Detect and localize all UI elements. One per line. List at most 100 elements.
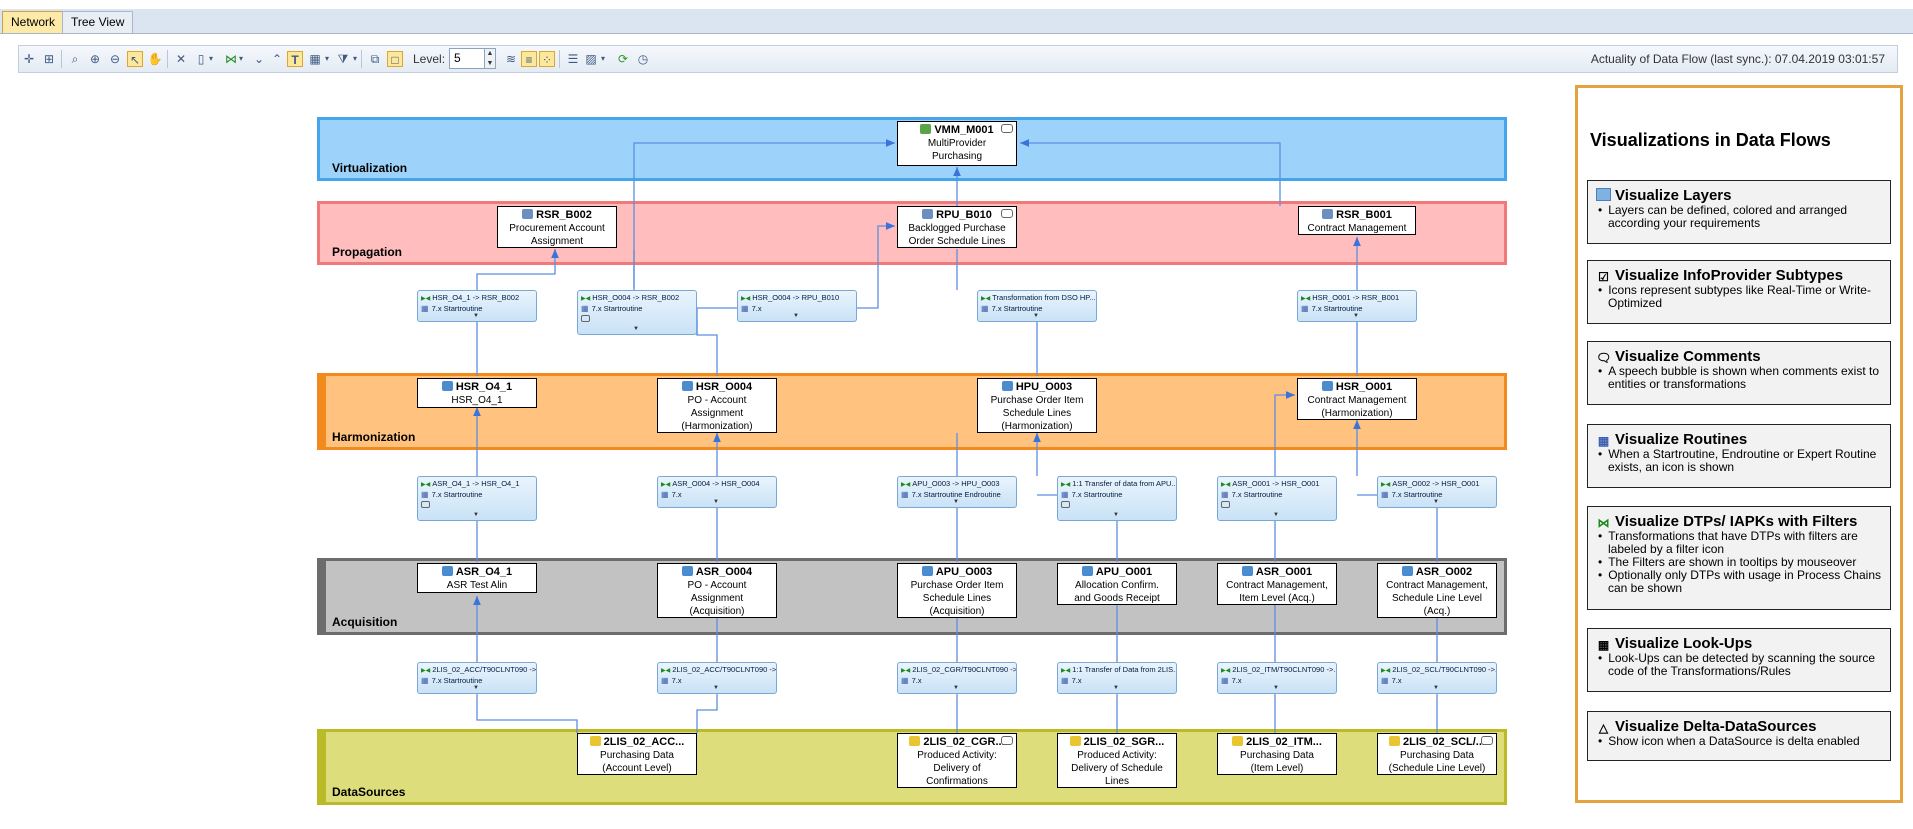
node-hsr-o004[interactable]: HSR_O004 PO - Account Assignment (Harmon…: [657, 378, 777, 433]
grid-icon[interactable]: ⁘: [539, 51, 555, 67]
toolbar-separator: [559, 50, 560, 68]
node-asr-o001[interactable]: ASR_O001 Contract Management, Item Level…: [1217, 563, 1337, 605]
node-hpu-o003[interactable]: HPU_O003 Purchase Order Item Schedule Li…: [977, 378, 1097, 433]
layer-colors-icon[interactable]: ≡: [521, 51, 537, 67]
transformation-asr-o4-1-hsr-o4-1[interactable]: ASR_O4_1 -> HSR_O4_1 7.x Startroutine ▼: [417, 476, 537, 521]
connector: [1019, 139, 1281, 206]
transformation-ds-sgr[interactable]: 1:1 Transfer of Data from 2LIS... 7.x ▼: [1057, 662, 1177, 694]
column-icon[interactable]: ▯: [197, 52, 205, 66]
node-ds-2lis-02-itm[interactable]: 2LIS_02_ITM... Purchasing Data (Item Lev…: [1217, 733, 1337, 775]
expand-arrow-icon[interactable]: ▼: [1433, 685, 1439, 691]
collapse-icon[interactable]: ⌃: [271, 52, 283, 66]
chevron-down-icon[interactable]: ▾: [324, 54, 329, 63]
transformation-hsr-o004-rpu-b010[interactable]: HSR_O004 -> RPU_B010 7.x ▼: [737, 290, 857, 322]
node-apu-o001[interactable]: APU_O001 Allocation Confirm. and Goods R…: [1057, 563, 1177, 605]
node-rpu-b010[interactable]: RPU_B010 Backlogged Purchase Order Sched…: [897, 206, 1017, 248]
zoom-in-icon[interactable]: ⊕: [89, 52, 101, 66]
node-vmm-m001[interactable]: VMM_M001 MultiProvider Purchasing: [897, 121, 1017, 166]
card-title: Visualize DTPs/ IAPKs with Filters: [1615, 513, 1858, 530]
refresh-icon[interactable]: ⟳: [617, 52, 629, 66]
level-stepper[interactable]: ▲▼: [484, 48, 496, 69]
select-icon[interactable]: ✕: [175, 52, 187, 66]
chevron-down-icon[interactable]: ▾: [352, 54, 357, 63]
transformation-dso-hp[interactable]: Transformation from DSO HP... 7.x Startr…: [977, 290, 1097, 322]
transformation-apu-o001-transfer[interactable]: 1:1 Transfer of data from APU... 7.x Sta…: [1057, 476, 1177, 521]
node-rsr-b002[interactable]: RSR_B002 Procurement Account Assignment: [497, 206, 617, 248]
chart-icon[interactable]: ▨: [585, 52, 597, 66]
expand-arrow-icon[interactable]: ▼: [953, 685, 959, 691]
layers-icon[interactable]: ≋: [505, 52, 517, 66]
chevron-down-icon[interactable]: ▾: [600, 54, 605, 63]
chevron-down-icon[interactable]: ▾: [238, 54, 243, 63]
dso-icon: [441, 566, 453, 576]
delta-icon: △: [1598, 721, 1609, 735]
transformation-routine: 7.x Startroutine: [421, 304, 533, 314]
transformation-hsr-o004-rsr-b002[interactable]: HSR_O004 -> RSR_B002 7.x Startroutine ▼: [577, 290, 697, 335]
node-ds-2lis-02-cgr[interactable]: 2LIS_02_CGR... Produced Activity: Delive…: [897, 733, 1017, 788]
transformation-ds-itm[interactable]: 2LIS_02_ITM/T90CLNT090 ->... 7.x ▼: [1217, 662, 1337, 694]
expand-arrow-icon[interactable]: ▼: [953, 499, 959, 505]
expand-arrow-icon[interactable]: ▼: [1113, 685, 1119, 691]
transformation-asr-o001-hsr-o001[interactable]: ASR_O001 -> HSR_O001 7.x Startroutine ▼: [1217, 476, 1337, 521]
fit-icon[interactable]: ✛: [23, 52, 35, 66]
node-asr-o002[interactable]: ASR_O002 Contract Management, Schedule L…: [1377, 563, 1497, 618]
clock-icon[interactable]: ◷: [637, 52, 649, 66]
node-ds-2lis-02-acc[interactable]: 2LIS_02_ACC... Purchasing Data (Account …: [577, 733, 697, 775]
zoom-icon[interactable]: ⌕: [71, 52, 79, 66]
frame-icon[interactable]: □: [387, 51, 403, 67]
transformation-ds-acc-1[interactable]: 2LIS_02_ACC/T90CLNT090 ->... 7.x Startro…: [417, 662, 537, 694]
expand-arrow-icon[interactable]: ▼: [473, 685, 479, 691]
expand-arrow-icon[interactable]: ▼: [1113, 512, 1119, 518]
node-hsr-o4-1[interactable]: HSR_O4_1 HSR_O4_1: [417, 378, 537, 408]
dtp-filter-icon[interactable]: ⋈: [225, 52, 237, 66]
layout-icon[interactable]: ⊞: [43, 52, 55, 66]
expand-arrow-icon[interactable]: ▼: [473, 313, 479, 319]
hierarchy-icon[interactable]: ⧉: [370, 52, 380, 66]
card-bullet: Layers can be defined, colored and arran…: [1608, 204, 1882, 230]
node-rsr-b001[interactable]: RSR_B001 Contract Management: [1298, 206, 1416, 235]
list-icon[interactable]: ☰: [567, 52, 579, 66]
transformation-ds-scl[interactable]: 2LIS_02_SCL/T90CLNT090 ->... 7.x ▼: [1377, 662, 1497, 694]
transformation-name: HSR_O004 -> RSR_B002: [581, 293, 693, 304]
transformation-asr-o002-hsr-o001[interactable]: ASR_O002 -> HSR_O001 7.x Startroutine ▼: [1377, 476, 1497, 508]
node-apu-o003[interactable]: APU_O003 Purchase Order Item Schedule Li…: [897, 563, 1017, 618]
expand-arrow-icon[interactable]: ▼: [1273, 685, 1279, 691]
chevron-down-icon[interactable]: ▾: [208, 54, 213, 63]
transformation-name: 1:1 Transfer of data from APU...: [1061, 479, 1176, 490]
node-asr-o004[interactable]: ASR_O004 PO - Account Assignment (Acquis…: [657, 563, 777, 618]
transformation-ds-cgr[interactable]: 2LIS_02_CGR/T90CLNT090 ->... 7.x ▼: [897, 662, 1017, 694]
transformation-name: ASR_O002 -> HSR_O001: [1381, 479, 1493, 490]
card-title: Visualize Comments: [1615, 348, 1761, 365]
node-hsr-o001[interactable]: HSR_O001 Contract Management (Harmonizat…: [1297, 378, 1417, 420]
transformation-apu-o003-hpu-o003[interactable]: APU_O003 -> HPU_O003 7.x Startroutine En…: [897, 476, 1017, 508]
transformation-ds-acc-2[interactable]: 2LIS_02_ACC/T90CLNT090 ->... 7.x ▼: [657, 662, 777, 694]
filter-icon[interactable]: ⧩: [337, 52, 349, 66]
expand-arrow-icon[interactable]: ▼: [793, 313, 799, 319]
card-visualize-comments: 🗨Visualize Comments A speech bubble is s…: [1587, 341, 1891, 405]
transformation-name: ASR_O001 -> HSR_O001: [1221, 479, 1333, 490]
text-icon[interactable]: T: [287, 51, 303, 67]
expand-arrow-icon[interactable]: ▼: [633, 326, 639, 332]
tab-tree-view[interactable]: Tree View: [62, 11, 134, 33]
node-ds-2lis-02-scl[interactable]: 2LIS_02_SCL/... Purchasing Data (Schedul…: [1377, 733, 1497, 775]
expand-arrow-icon[interactable]: ▼: [473, 512, 479, 518]
transformation-name: 1:1 Transfer of Data from 2LIS...: [1061, 665, 1176, 676]
pan-hand-icon[interactable]: ✋: [147, 52, 163, 66]
expand-icon[interactable]: ⌄: [253, 52, 265, 66]
pointer-icon[interactable]: ↖: [127, 51, 143, 67]
comment-icon: [1061, 501, 1070, 508]
expand-arrow-icon[interactable]: ▼: [713, 499, 719, 505]
node-asr-o4-1[interactable]: ASR_O4_1 ASR Test Alin: [417, 563, 537, 593]
expand-arrow-icon[interactable]: ▼: [1353, 313, 1359, 319]
expand-arrow-icon[interactable]: ▼: [713, 685, 719, 691]
zoom-out-icon[interactable]: ⊖: [109, 52, 121, 66]
expand-arrow-icon[interactable]: ▼: [1033, 313, 1039, 319]
transformation-hsr-o001-rsr-b001[interactable]: HSR_O001 -> RSR_B001 7.x Startroutine ▼: [1297, 290, 1417, 322]
transformation-asr-o004-hsr-o004[interactable]: ASR_O004 -> HSR_O004 7.x ▼: [657, 476, 777, 508]
filter-icon: ⋈: [1597, 516, 1610, 530]
table-icon[interactable]: ▦: [309, 52, 321, 66]
node-ds-2lis-02-sgr[interactable]: 2LIS_02_SGR... Produced Activity: Delive…: [1057, 733, 1177, 788]
transformation-hsr-o4-1-rsr-b002[interactable]: HSR_O4_1 -> RSR_B002 7.x Startroutine ▼: [417, 290, 537, 322]
expand-arrow-icon[interactable]: ▼: [1273, 512, 1279, 518]
expand-arrow-icon[interactable]: ▼: [1433, 499, 1439, 505]
